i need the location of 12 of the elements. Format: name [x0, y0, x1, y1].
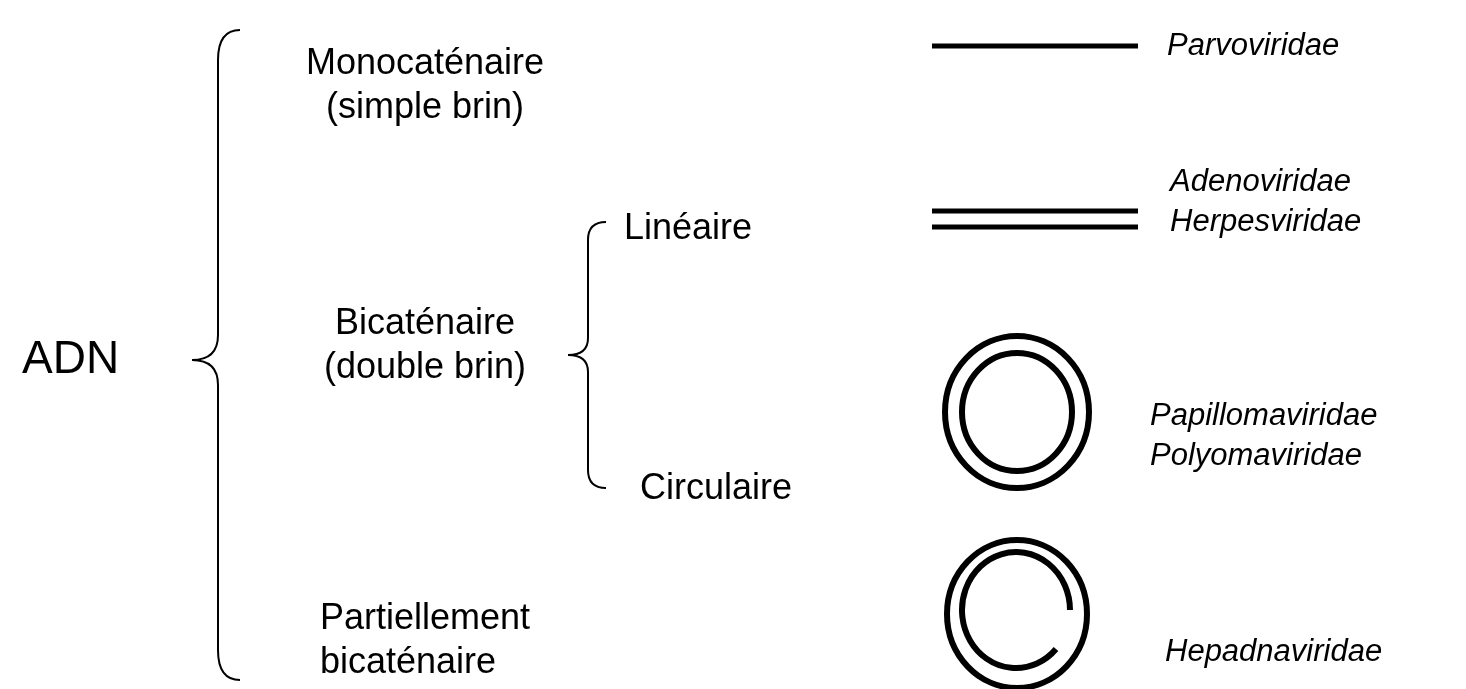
- subcategory-label: Circulaire: [640, 465, 794, 509]
- family-name: Herpesviridae: [1170, 202, 1362, 240]
- root-label: ADN: [22, 330, 120, 384]
- subcategory-label: Linéaire: [624, 205, 754, 249]
- category-label: Monocaténaire (simple brin): [304, 40, 546, 128]
- family-name: Parvoviridae: [1167, 26, 1340, 64]
- family-name: Polyomaviridae: [1150, 436, 1362, 474]
- family-name: Adenoviridae: [1170, 162, 1351, 200]
- family-name: Hepadnaviridae: [1165, 632, 1383, 670]
- family-name: Papillomaviridae: [1150, 396, 1378, 434]
- category-label: Bicaténaire (double brin): [322, 300, 528, 388]
- category-label: Partiellement bicaténaire: [320, 595, 532, 683]
